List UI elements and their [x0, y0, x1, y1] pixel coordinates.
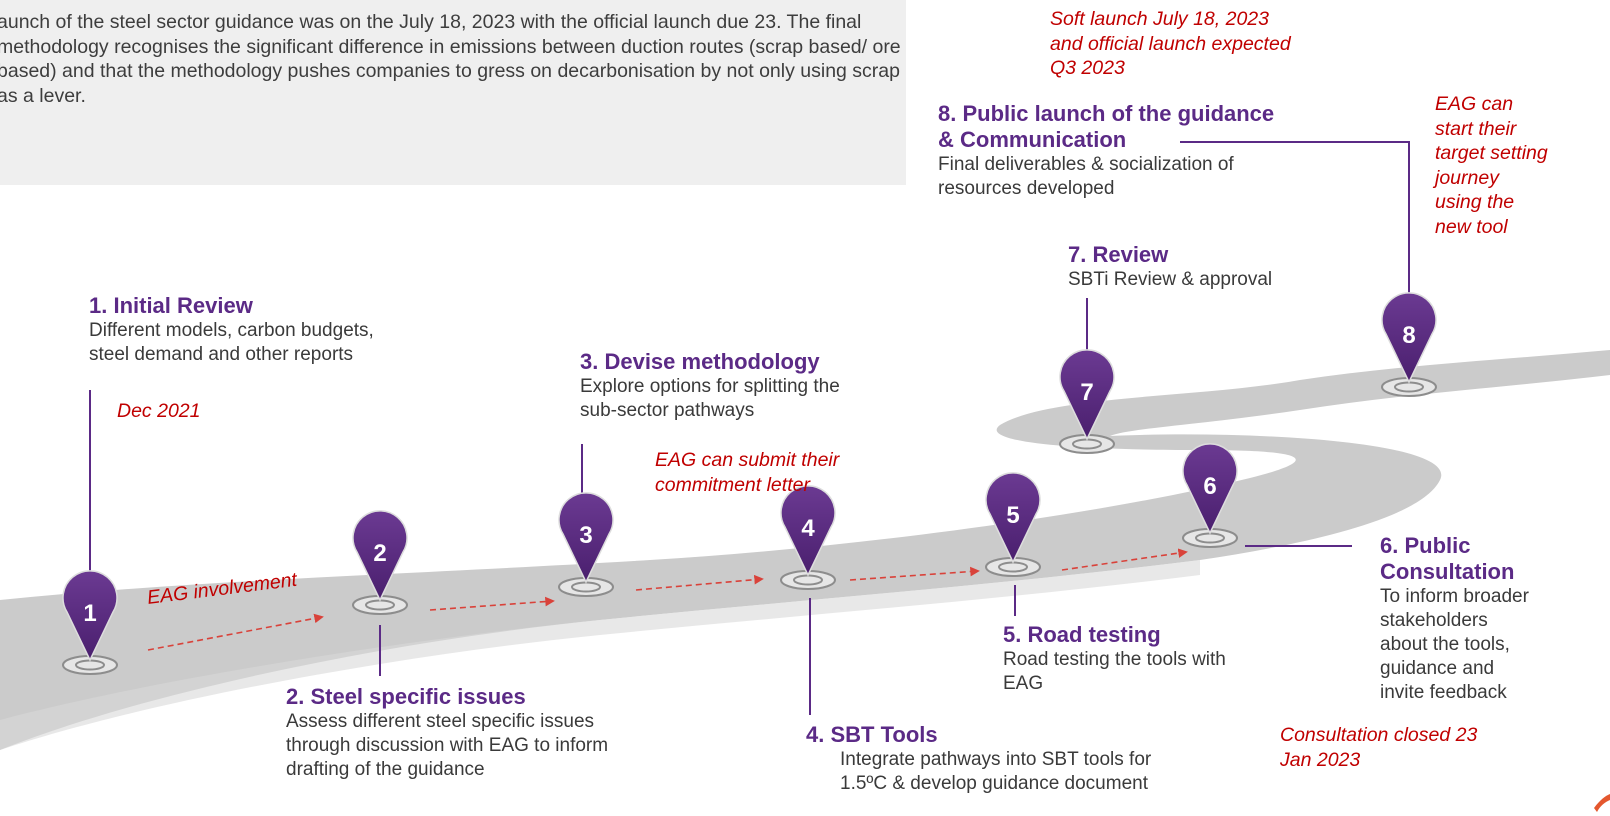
- step-2: 2. Steel specific issues Assess differen…: [286, 684, 608, 782]
- step-8-title-line: 8. Public launch of the guidance: [938, 101, 1275, 126]
- step-4-title: 4. SBT Tools: [806, 722, 938, 747]
- step-6-desc-line: stakeholders: [1380, 610, 1488, 631]
- note-eag-commitment-line: commitment letter: [655, 473, 810, 496]
- note-eag-target-line: new tool: [1435, 215, 1508, 238]
- intro-box: aunch of the steel sector guidance was o…: [0, 0, 906, 185]
- note-soft-launch-line: and official launch expected: [1050, 32, 1291, 55]
- step-3: 3. Devise methodology Explore options fo…: [580, 349, 840, 423]
- step-6-desc-line: about the tools,: [1380, 634, 1510, 655]
- step-2-desc-line: through discussion with EAG to inform: [286, 735, 609, 756]
- pin-2-number: 2: [373, 540, 386, 567]
- step-8-desc-line: Final deliverables & socialization of: [938, 154, 1234, 175]
- note-soft-launch: Soft launch July 18, 2023 and official l…: [1050, 7, 1291, 81]
- note-consultation-closed-line: Jan 2023: [1280, 748, 1361, 771]
- step-7-desc-line: SBTi Review & approval: [1068, 269, 1273, 290]
- step-8: 8. Public launch of the guidance & Commu…: [938, 101, 1274, 201]
- note-eag-commitment: EAG can submit their commitment letter: [655, 448, 839, 497]
- note-soft-launch-line: Soft launch July 18, 2023: [1050, 8, 1269, 30]
- step-5: 5. Road testing Road testing the tools w…: [1003, 622, 1226, 696]
- step-4: 4. SBT Tools Integrate pathways into SBT…: [806, 722, 1151, 796]
- step-5-title: 5. Road testing: [1003, 622, 1161, 647]
- step-6-title-line: 6. Public: [1380, 533, 1471, 558]
- step-1-title: 1. Initial Review: [89, 293, 253, 318]
- step-3-desc-line: Explore options for splitting the: [580, 376, 840, 397]
- step-7: 7. Review SBTi Review & approval: [1068, 242, 1272, 292]
- step-2-desc-line: Assess different steel specific issues: [286, 711, 595, 732]
- step-2-desc-line: drafting of the guidance: [286, 759, 485, 780]
- note-consultation-closed: Consultation closed 23 Jan 2023: [1280, 723, 1477, 772]
- pin-5: [985, 472, 1041, 577]
- step-7-title: 7. Review: [1068, 242, 1169, 267]
- corner-mark: [1594, 794, 1610, 812]
- step-5-desc-line: EAG: [1003, 673, 1044, 694]
- pin-7-number: 7: [1080, 379, 1093, 406]
- step-6-desc-line: guidance and: [1380, 658, 1495, 679]
- note-soft-launch-line: Q3 2023: [1050, 57, 1125, 79]
- pin-3: [558, 492, 614, 597]
- step-2-title: 2. Steel specific issues: [286, 684, 526, 709]
- step-5-desc-line: Road testing the tools with: [1003, 649, 1226, 670]
- note-eag-target: EAG can start their target setting journ…: [1435, 92, 1548, 239]
- note-eag-target-line: using the: [1435, 191, 1515, 213]
- step-8-title-line: & Communication: [938, 127, 1127, 152]
- pin-2: [352, 510, 408, 615]
- step-1-desc-line: steel demand and other reports: [89, 344, 354, 365]
- step-3-desc-line: sub-sector pathways: [580, 400, 755, 421]
- pin-1-number: 1: [83, 600, 96, 627]
- note-eag-target-line: EAG can: [1435, 93, 1514, 115]
- step-1-desc-line: Different models, carbon budgets,: [89, 320, 374, 341]
- step-6: 6. Public Consultation To inform broader…: [1380, 533, 1529, 705]
- step-3-title: 3. Devise methodology: [580, 349, 820, 374]
- pin-5-number: 5: [1006, 502, 1019, 529]
- intro-text: aunch of the steel sector guidance was o…: [0, 11, 901, 107]
- step-8-desc-line: resources developed: [938, 178, 1115, 199]
- step-4-desc-line: Integrate pathways into SBT tools for: [840, 749, 1152, 770]
- note-dec-2021: Dec 2021: [117, 400, 201, 422]
- pin-7: [1059, 349, 1115, 454]
- pin-4: [780, 485, 836, 590]
- pin-1: [62, 570, 118, 675]
- step-4-desc-line: 1.5ºC & develop guidance document: [840, 773, 1148, 794]
- pin-4-number: 4: [801, 515, 815, 542]
- road-shadow: [0, 560, 1200, 750]
- pin-6-number: 6: [1203, 473, 1216, 500]
- step-6-title-line: Consultation: [1380, 559, 1515, 584]
- note-consultation-closed-line: Consultation closed 23: [1280, 724, 1478, 746]
- pin-6: [1182, 443, 1238, 548]
- progress-arrows: [147, 548, 1188, 651]
- note-eag-target-line: journey: [1435, 166, 1499, 189]
- note-eag-commitment-line: EAG can submit their: [655, 449, 840, 471]
- note-eag-target-line: start their: [1435, 117, 1517, 140]
- step-1: 1. Initial Review Different models, carb…: [89, 293, 374, 367]
- note-eag-target-line: target setting: [1435, 142, 1548, 164]
- step-6-desc-line: To inform broader: [1380, 586, 1529, 607]
- pin-3-number: 3: [579, 522, 592, 549]
- pin-8: [1381, 292, 1437, 397]
- step-6-desc-line: invite feedback: [1380, 682, 1507, 703]
- pin-8-number: 8: [1402, 322, 1415, 349]
